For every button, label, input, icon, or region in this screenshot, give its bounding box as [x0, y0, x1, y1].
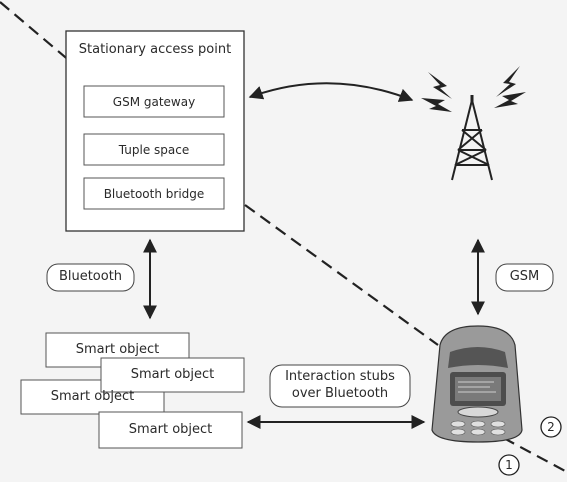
gsm-gateway-label: GSM gateway: [112, 95, 196, 109]
zone-boundary-1b: [244, 204, 439, 346]
gsm-label: GSM: [509, 269, 540, 284]
interaction-stubs-pill: [269, 364, 411, 408]
interaction-stubs-line-2: over Bluetooth: [291, 386, 389, 401]
bluetooth-bridge-box: [83, 177, 225, 210]
mobile-phone-icon: [431, 325, 523, 443]
tuple-space-box: [83, 133, 225, 166]
zone-marker-1-circle: [498, 454, 520, 476]
smart-object-label-1: Smart object: [75, 342, 160, 357]
zone-marker-2-circle: [540, 416, 562, 438]
tuple-space-label: Tuple space: [118, 143, 190, 157]
access-point-title: Stationary access point: [78, 42, 232, 57]
smart-object-box-4: [98, 411, 243, 449]
interaction-stubs-line-1: Interaction stubs: [285, 369, 395, 384]
gsm-label-pill: [495, 263, 554, 292]
zone-marker-1: 1: [505, 458, 513, 472]
bluetooth-label-pill: [46, 263, 135, 292]
smart-object-label-2: Smart object: [130, 367, 215, 382]
cell-tower-icon: [421, 66, 526, 181]
zone-marker-2: 2: [547, 420, 555, 434]
gsm-gateway-box: [83, 85, 225, 118]
bluetooth-bridge-label: Bluetooth bridge: [103, 187, 205, 201]
smart-object-box-2: [100, 357, 245, 393]
bluetooth-label: Bluetooth: [58, 269, 123, 284]
smart-object-label-4: Smart object: [128, 422, 213, 437]
smart-object-label-3: Smart object: [50, 389, 135, 404]
gsm-link-arrow: [248, 82, 414, 102]
